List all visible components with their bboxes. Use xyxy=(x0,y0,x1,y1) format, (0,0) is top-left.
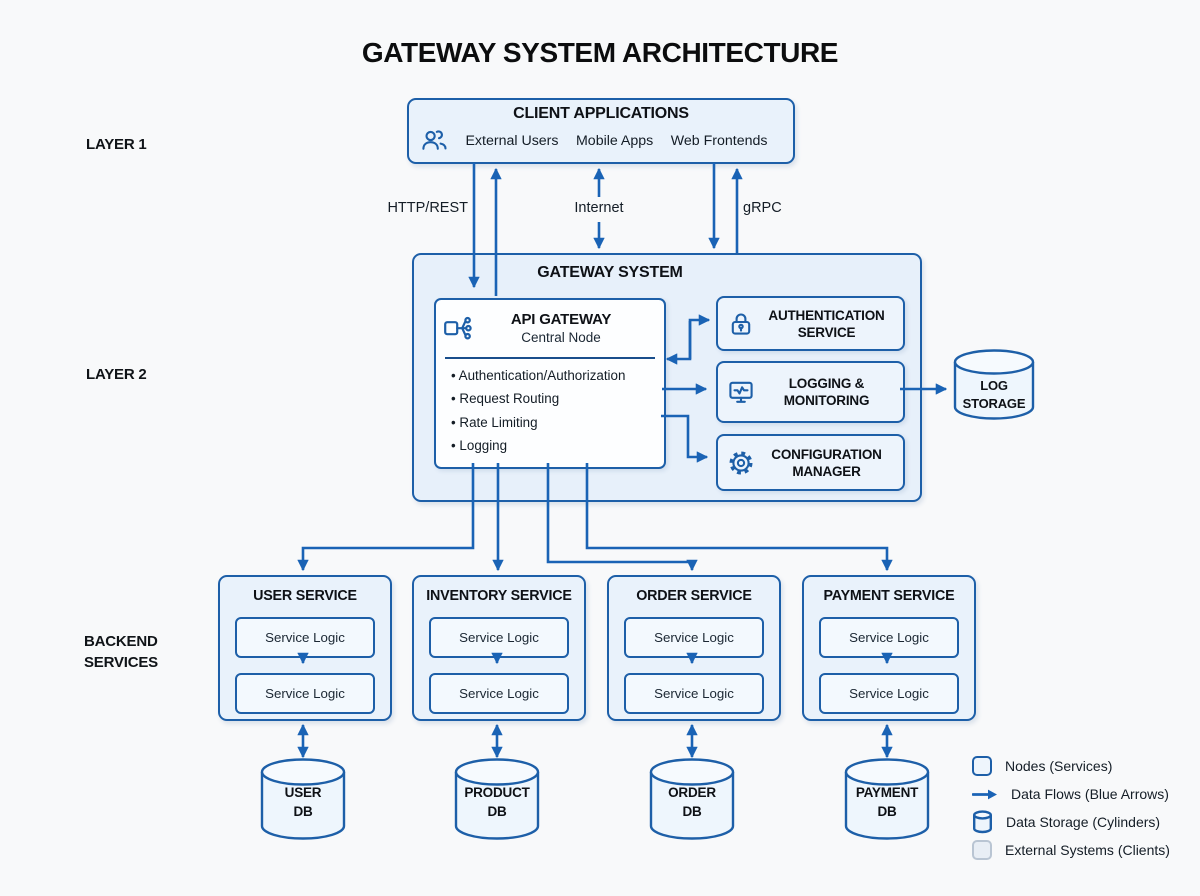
layer2-label: LAYER 2 xyxy=(86,366,147,383)
flow-label-http-rest: HTTP/REST xyxy=(387,200,468,216)
log-storage-line1: LOG xyxy=(980,378,1008,393)
backend-label-line2: SERVICES xyxy=(84,654,158,671)
arrow-icon xyxy=(972,788,998,801)
layer1-label: LAYER 1 xyxy=(86,136,147,153)
user-service-node: USER SERVICE Service Logic Service Logic xyxy=(218,575,392,721)
service-logic-box: Service Logic xyxy=(819,673,959,714)
gear-icon xyxy=(728,450,754,476)
flow-label-internet: Internet xyxy=(574,200,624,216)
api-feature-logging: Logging xyxy=(451,434,625,457)
legend-item-data-storage: Data Storage (Cylinders) xyxy=(972,810,1160,834)
gateway-system-title: GATEWAY SYSTEM xyxy=(537,264,683,281)
api-feature-rate-limit: Rate Limiting xyxy=(451,411,625,434)
api-gateway-node: API GATEWAY Central Node Authentication/… xyxy=(434,298,666,469)
client-item-mobile-apps: Mobile Apps xyxy=(575,132,654,149)
flow-label-grpc: gRPC xyxy=(743,200,782,216)
authentication-service-node: AUTHENTICATION SERVICE xyxy=(716,296,905,351)
product-db-line1: PRODUCT xyxy=(464,785,530,800)
api-hub-icon xyxy=(443,313,473,343)
inventory-service-title: INVENTORY SERVICE xyxy=(426,588,572,604)
logging-line1: LOGGING & xyxy=(788,376,865,391)
payment-service-title: PAYMENT SERVICE xyxy=(823,588,955,604)
log-storage-label: LOG STORAGE xyxy=(954,377,1034,412)
api-gateway-feature-list: Authentication/Authorization Request Rou… xyxy=(451,364,626,458)
order-service-node: ORDER SERVICE Service Logic Service Logi… xyxy=(607,575,781,721)
legend-item-external-systems: External Systems (Clients) xyxy=(972,838,1170,862)
service-logic-box: Service Logic xyxy=(819,617,959,658)
product-db-label: PRODUCT DB xyxy=(456,783,538,821)
client-applications-node: CLIENT APPLICATIONS External Users Mobil… xyxy=(407,98,795,164)
cylinder-icon xyxy=(972,810,993,834)
api-gateway-subtitle: Central Node xyxy=(521,330,601,345)
authentication-line2: SERVICE xyxy=(797,324,856,340)
user-db-line2: DB xyxy=(293,804,313,819)
order-db-label: ORDER DB xyxy=(651,783,733,821)
authentication-line1: AUTHENTICATION xyxy=(768,307,885,323)
gateway-system-panel: GATEWAY SYSTEM API GATEWAY Central Node xyxy=(412,253,922,502)
external-icon xyxy=(972,840,992,860)
payment-db-line2: DB xyxy=(877,804,897,819)
configuration-line1: CONFIGURATION xyxy=(771,446,882,462)
user-service-title: USER SERVICE xyxy=(253,588,357,604)
lock-icon xyxy=(728,311,754,337)
legend-label-external-systems: External Systems (Clients) xyxy=(1005,842,1170,858)
client-items: External Users Mobile Apps Web Frontends xyxy=(448,133,785,149)
service-logic-box: Service Logic xyxy=(235,617,375,658)
users-icon xyxy=(421,129,448,152)
backend-services-label: BACKEND SERVICES xyxy=(84,631,158,673)
configuration-manager-label: CONFIGURATION MANAGER xyxy=(754,446,903,480)
service-logic-box: Service Logic xyxy=(235,673,375,714)
payment-service-node: PAYMENT SERVICE Service Logic Service Lo… xyxy=(802,575,976,721)
product-db-line2: DB xyxy=(487,804,507,819)
api-feature-auth: Authentication/Authorization xyxy=(451,364,626,387)
service-logic-box: Service Logic xyxy=(624,673,764,714)
api-gateway-header: API GATEWAY Central Node xyxy=(470,311,652,345)
user-db-label: USER DB xyxy=(262,783,344,821)
service-logic-box: Service Logic xyxy=(429,673,569,714)
order-db-line2: DB xyxy=(682,804,702,819)
service-logic-box: Service Logic xyxy=(429,617,569,658)
configuration-manager-node: CONFIGURATION MANAGER xyxy=(716,434,905,491)
api-gateway-separator xyxy=(445,357,655,359)
api-feature-routing: Request Routing xyxy=(451,387,625,410)
order-service-title: ORDER SERVICE xyxy=(636,588,752,604)
client-item-web-frontends: Web Frontends xyxy=(670,132,768,149)
service-to-db-arrows xyxy=(297,723,893,759)
legend-label-nodes: Nodes (Services) xyxy=(1005,758,1113,774)
service-logic-box: Service Logic xyxy=(624,617,764,658)
client-to-gateway-grpc-arrows xyxy=(708,163,743,253)
payment-db-label: PAYMENT DB xyxy=(846,783,928,821)
client-applications-title: CLIENT APPLICATIONS xyxy=(513,105,689,122)
backend-label-line1: BACKEND xyxy=(84,633,158,650)
node-icon xyxy=(972,756,992,776)
payment-db-line1: PAYMENT xyxy=(855,785,919,800)
logging-monitoring-label: LOGGING & MONITORING xyxy=(754,375,903,409)
api-gateway-title: API GATEWAY xyxy=(510,311,612,328)
monitor-icon xyxy=(728,380,754,405)
legend-label-data-storage: Data Storage (Cylinders) xyxy=(1006,814,1161,830)
inventory-service-node: INVENTORY SERVICE Service Logic Service … xyxy=(412,575,586,721)
user-db-line1: USER xyxy=(284,785,322,800)
legend-item-nodes: Nodes (Services) xyxy=(972,754,1112,778)
client-item-external-users: External Users xyxy=(465,132,559,149)
order-db-line1: ORDER xyxy=(668,785,716,800)
log-storage-line2: STORAGE xyxy=(962,395,1026,411)
logging-line2: MONITORING xyxy=(783,393,870,408)
authentication-service-label: AUTHENTICATION SERVICE xyxy=(754,307,903,341)
legend-item-data-flows: Data Flows (Blue Arrows) xyxy=(972,782,1169,806)
page-title: GATEWAY SYSTEM ARCHITECTURE xyxy=(361,37,839,68)
configuration-line2: MANAGER xyxy=(792,463,861,479)
legend-label-data-flows: Data Flows (Blue Arrows) xyxy=(1011,786,1169,802)
client-applications-row: External Users Mobile Apps Web Frontends xyxy=(421,129,785,152)
logging-monitoring-node: LOGGING & MONITORING xyxy=(716,361,905,423)
